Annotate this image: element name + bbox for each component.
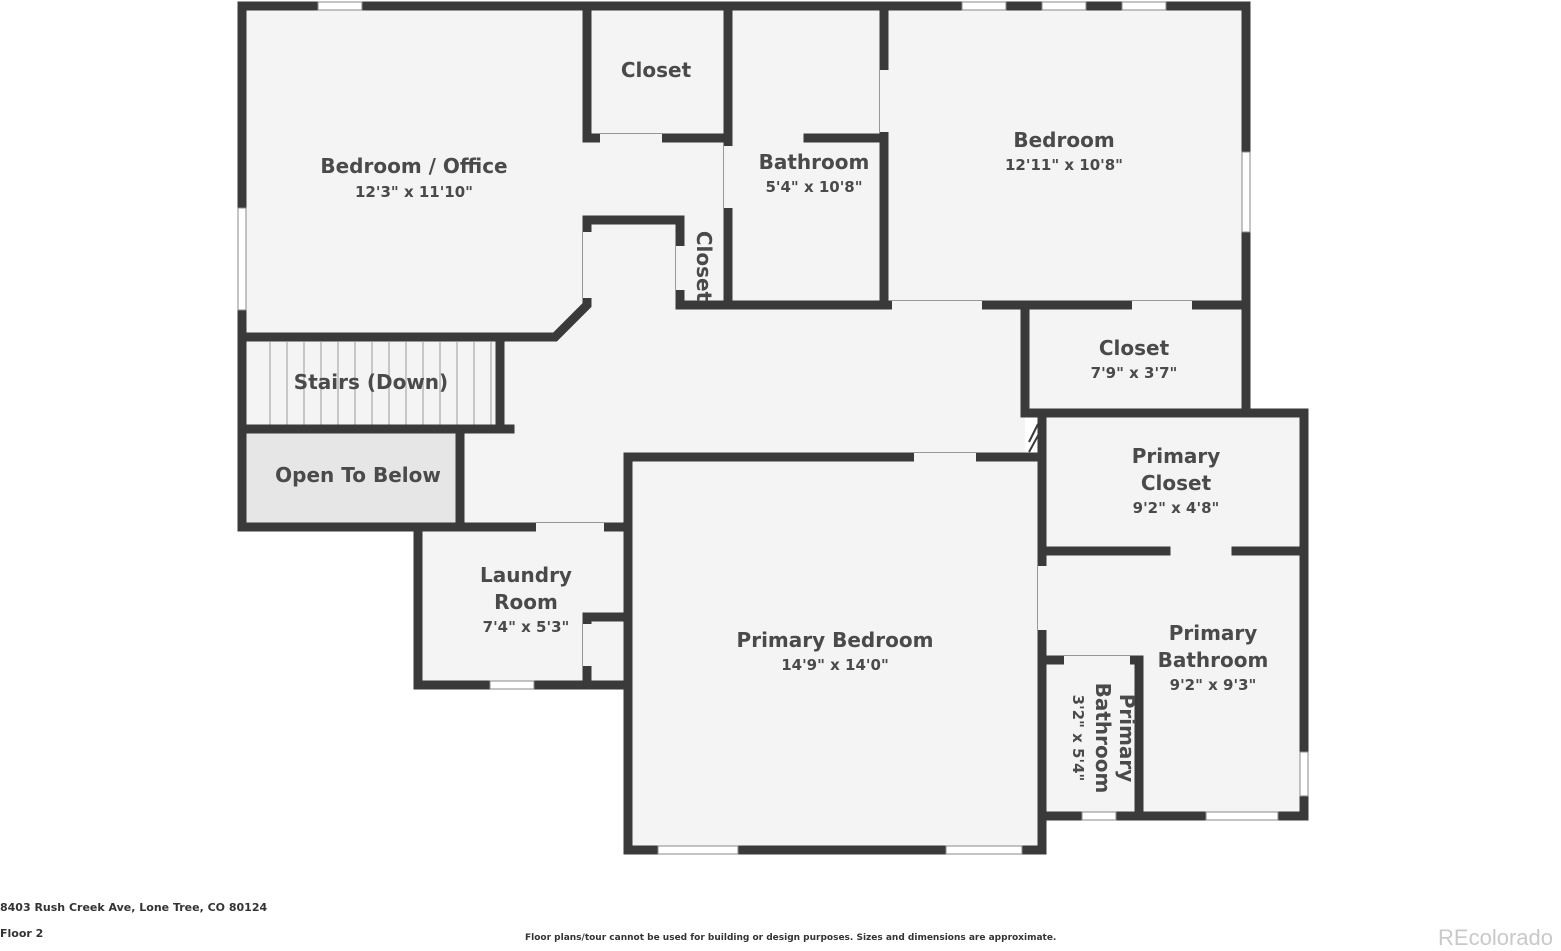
room-dim-primary-bedroom: 14'9" x 14'0" bbox=[781, 656, 889, 674]
room-name-primary-bathroom-1: Primary bbox=[1169, 621, 1258, 645]
room-dim-primary-bathroom-small: 3'2" x 5'4" bbox=[1069, 695, 1087, 782]
walls bbox=[237, 1, 1309, 855]
room-dim-bathroom: 5'4" x 10'8" bbox=[765, 178, 862, 196]
room-dim-bedroom-office: 12'3" x 11'10" bbox=[355, 183, 473, 201]
open-to-below-area bbox=[242, 433, 460, 527]
room-name-closet-small: Closet bbox=[692, 231, 716, 302]
room-dim-primary-bathroom: 9'2" x 9'3" bbox=[1170, 676, 1257, 694]
room-name-primary-bedroom: Primary Bedroom bbox=[737, 628, 934, 652]
room-name-closet-mid: Closet bbox=[1099, 336, 1170, 360]
disclaimer-text: Floor plans/tour cannot be used for buil… bbox=[525, 933, 1057, 943]
room-name-primary-bathroom-small-2: Bathroom bbox=[1091, 683, 1115, 794]
room-name-primary-closet-2: Closet bbox=[1141, 471, 1212, 495]
room-name-laundry-1: Laundry bbox=[480, 563, 572, 587]
brand-logo: REcolorado bbox=[1438, 925, 1553, 950]
windows bbox=[237, 1, 1309, 855]
room-name-closet-top: Closet bbox=[621, 58, 692, 82]
room-dim-bedroom: 12'11" x 10'8" bbox=[1005, 156, 1123, 174]
room-name-open-below: Open To Below bbox=[275, 463, 441, 487]
room-dim-closet-mid: 7'9" x 3'7" bbox=[1091, 364, 1178, 382]
floor-label: Floor 2 bbox=[0, 927, 44, 940]
room-name-primary-bathroom-small-1: Primary bbox=[1115, 694, 1139, 783]
room-name-bedroom: Bedroom bbox=[1013, 128, 1114, 152]
stair-treads bbox=[269, 342, 492, 428]
floor-areas bbox=[242, 6, 1304, 850]
room-dim-primary-closet: 9'2" x 4'8" bbox=[1133, 499, 1220, 517]
room-name-bathroom: Bathroom bbox=[759, 150, 870, 174]
vent-hatch bbox=[1028, 423, 1041, 453]
room-name-primary-closet-1: Primary bbox=[1132, 444, 1221, 468]
door-openings bbox=[536, 70, 1192, 666]
room-dim-laundry: 7'4" x 5'3" bbox=[483, 618, 570, 636]
floor-plan: Bedroom / Office 12'3" x 11'10" Closet B… bbox=[237, 1, 1309, 855]
address-text: 8403 Rush Creek Ave, Lone Tree, CO 80124 bbox=[0, 901, 268, 914]
room-name-laundry-2: Room bbox=[494, 590, 558, 614]
room-name-bedroom-office: Bedroom / Office bbox=[320, 154, 507, 178]
room-name-primary-bathroom-2: Bathroom bbox=[1158, 648, 1269, 672]
room-name-stairs: Stairs (Down) bbox=[294, 370, 448, 394]
